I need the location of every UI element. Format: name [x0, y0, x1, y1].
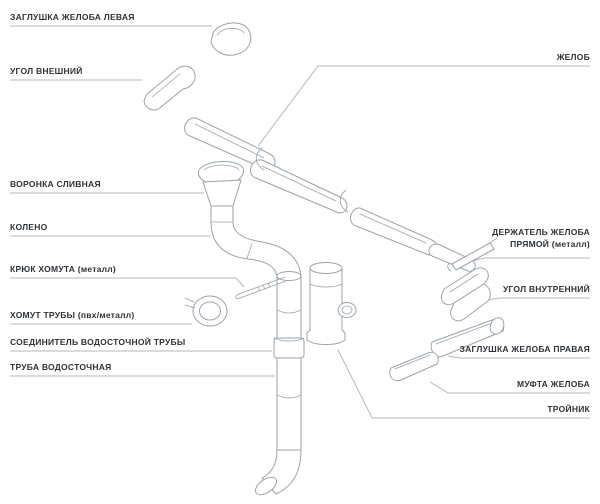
part-outer-corner	[143, 65, 196, 111]
label-tee: ТРОЙНИК	[547, 404, 590, 414]
label-end-cap-right: ЗАГЛУШКА ЖЕЛОБА ПРАВАЯ	[459, 344, 590, 354]
leader-lines	[10, 25, 590, 419]
label-end-cap-left: ЗАГЛУШКА ЖЕЛОБА ЛЕВАЯ	[10, 12, 135, 22]
part-downpipe	[254, 271, 305, 496]
part-tee	[306, 262, 357, 345]
gutter-sections	[184, 117, 476, 272]
label-pipe-clamp: ХОМУТ ТРУБЫ (пвх/металл)	[10, 310, 135, 320]
label-clamp-hook: КРЮК ХОМУТА (металл)	[10, 264, 117, 274]
label-elbow: КОЛЕНО	[10, 222, 48, 232]
part-clamp-hook	[235, 276, 287, 299]
part-elbow-assembly	[210, 205, 302, 277]
part-end-cap-left	[210, 22, 252, 56]
part-pipe-clamp	[184, 295, 228, 327]
label-pipe-connector: СОЕДИНИТЕЛЬ ВОДОСТОЧНОЙ ТРУБЫ	[10, 337, 186, 347]
label-outer-corner: УГОЛ ВНЕШНИЙ	[10, 66, 83, 76]
part-inner-corner	[440, 267, 491, 322]
label-gutter-bracket-line1: ДЕРЖАТЕЛЬ ЖЕЛОБА	[492, 227, 590, 237]
label-gutter: ЖЕЛОБ	[556, 52, 590, 62]
part-pipe-connector	[273, 337, 305, 359]
label-gutter-coupling: МУФТА ЖЕЛОБА	[517, 379, 590, 389]
part-end-cap-right	[430, 317, 505, 358]
label-funnel: ВОРОНКА СЛИВНАЯ	[10, 179, 101, 189]
part-funnel	[197, 161, 245, 207]
label-gutter-bracket-line2: ПРЯМОЙ (металл)	[510, 239, 590, 249]
part-gutter-coupling	[389, 351, 439, 382]
part-gutter-bracket	[447, 237, 498, 272]
label-gutter-bracket: ДЕРЖАТЕЛЬ ЖЕЛОБА ПРЯМОЙ (металл)	[492, 226, 590, 250]
label-downpipe: ТРУБА ВОДОСТОЧНАЯ	[10, 362, 112, 372]
label-inner-corner: УГОЛ ВНУТРЕННИЙ	[502, 284, 590, 294]
